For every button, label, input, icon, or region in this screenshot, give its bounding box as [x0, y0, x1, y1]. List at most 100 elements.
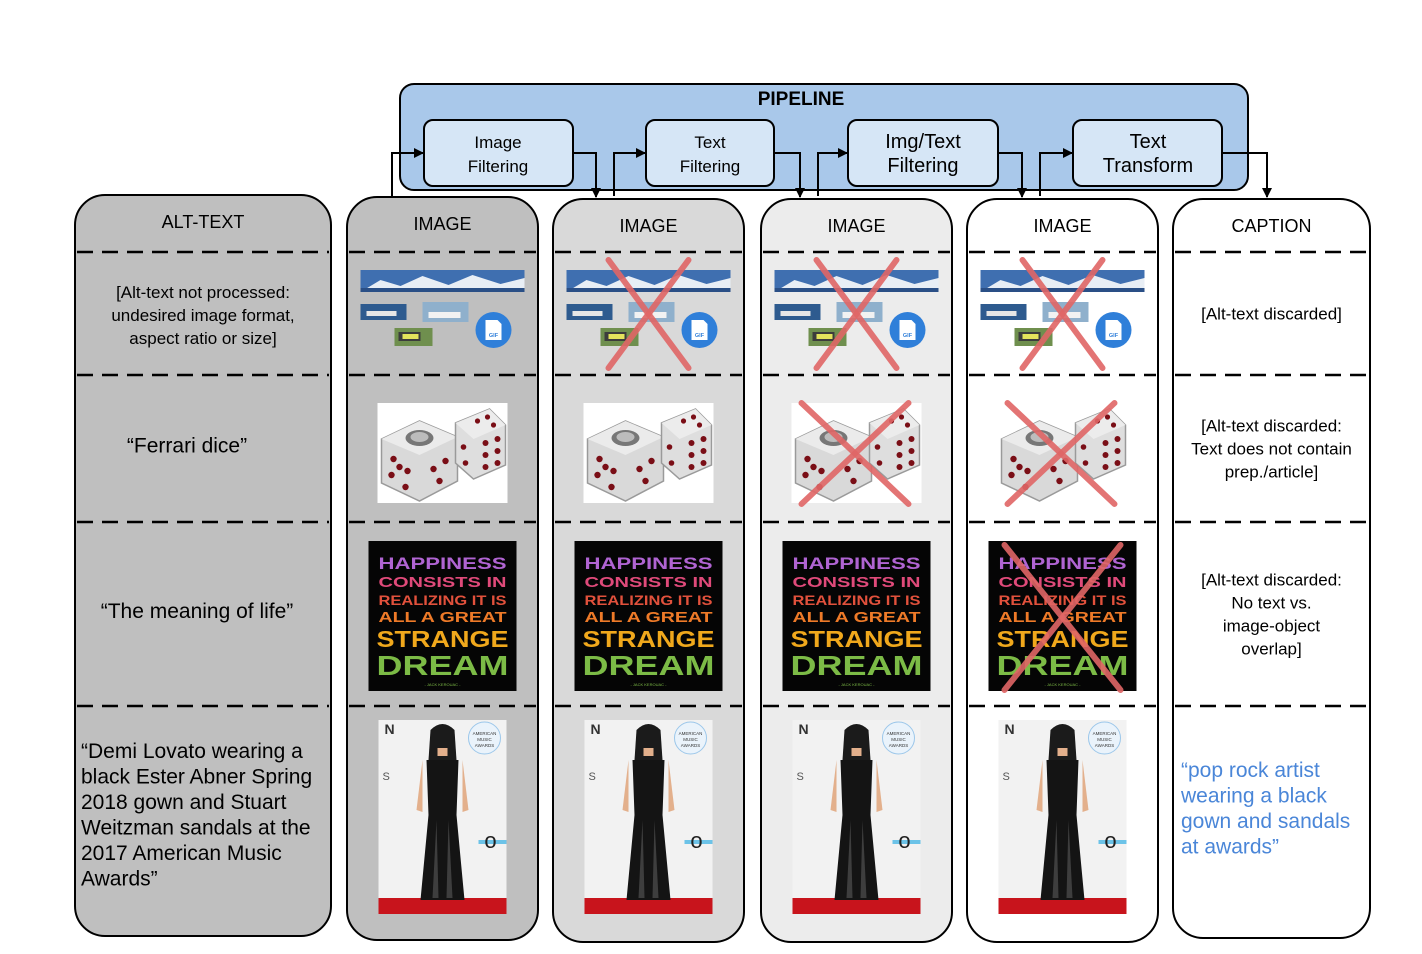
- poster-line: REALIZING IT IS: [793, 592, 921, 608]
- step-label-line1: Image: [474, 133, 521, 152]
- alt-text-line: “Ferrari dice”: [127, 435, 247, 458]
- poster-author: - JACK KEROUAC -: [1044, 682, 1081, 687]
- step-label-line1: Img/Text: [885, 131, 961, 153]
- svg-text:o: o: [898, 828, 910, 853]
- svg-text:N: N: [591, 721, 601, 737]
- input-arrow: [817, 148, 848, 196]
- poster-author: - JACK KEROUAC -: [630, 682, 667, 687]
- caption-line: wearing a black: [1180, 785, 1327, 808]
- poster-line: HAPPINESS: [585, 554, 713, 573]
- output-arrow: [1222, 152, 1272, 198]
- poster-line: DREAM: [377, 650, 509, 681]
- pipeline-title: PIPELINE: [758, 89, 845, 110]
- step-label-line1: Text: [1130, 131, 1167, 153]
- svg-text:o: o: [484, 828, 496, 853]
- awards-logo-text: AMERICAN: [1093, 731, 1117, 736]
- awards-logo: [882, 721, 915, 755]
- poster-line: STRANGE: [997, 626, 1129, 652]
- svg-text:AWARDS: AWARDS: [681, 743, 700, 748]
- caption-line: No text vs.: [1231, 594, 1311, 613]
- svg-text:N: N: [385, 721, 395, 737]
- step-box: [645, 119, 775, 187]
- awards-logo-text: AMERICAN: [473, 731, 497, 736]
- dice-icon: [377, 403, 508, 503]
- poster-line: HAPPINESS: [999, 554, 1127, 573]
- poster-line: DREAM: [791, 650, 923, 681]
- awards-logo: [1088, 721, 1121, 755]
- svg-text:GIF: GIF: [489, 333, 499, 339]
- awards-logo-text: AMERICAN: [887, 731, 911, 736]
- caption-line: [Alt-text discarded]: [1201, 305, 1342, 324]
- svg-text:S: S: [383, 771, 390, 783]
- pipeline-box: PIPELINEImageFilteringTextFilteringImg/T…: [391, 83, 1272, 198]
- poster-author: - JACK KEROUAC -: [424, 682, 461, 687]
- step-label-line2: Transform: [1103, 155, 1193, 177]
- column-header: IMAGE: [413, 214, 471, 234]
- figure-gown: [1040, 760, 1085, 900]
- column-box: [1172, 198, 1371, 939]
- poster-line: CONSISTS IN: [793, 574, 921, 591]
- step-label-line2: Filtering: [468, 157, 528, 176]
- caption-line: prep./article]: [1225, 463, 1319, 482]
- poster-line: STRANGE: [791, 626, 923, 652]
- caption-line: “pop rock artist: [1181, 759, 1320, 782]
- caption-line: [Alt-text discarded:: [1201, 417, 1342, 436]
- poster-line: ALL A GREAT: [379, 609, 507, 626]
- poster-line: CONSISTS IN: [585, 574, 713, 591]
- svg-text:MUSIC: MUSIC: [891, 737, 906, 742]
- alt-text-line: [Alt-text not processed:: [116, 283, 290, 302]
- alt-text-line: 2017 American Music: [81, 842, 282, 865]
- caption-line: [Alt-text discarded:: [1201, 571, 1342, 590]
- column-header: IMAGE: [619, 216, 677, 236]
- discard-cross-icon: [813, 257, 900, 371]
- discard-cross-icon: [1019, 257, 1106, 371]
- svg-text:MUSIC: MUSIC: [477, 737, 492, 742]
- step-label-line2: Filtering: [680, 157, 740, 176]
- dice-icon: [583, 403, 714, 503]
- svg-text:N: N: [1005, 721, 1015, 737]
- input-arrow: [1039, 148, 1073, 196]
- caption-line: overlap]: [1241, 640, 1301, 659]
- svg-text:N: N: [799, 721, 809, 737]
- alt-text-line: “The meaning of life”: [101, 600, 294, 623]
- alt-text-line: undesired image format,: [111, 306, 294, 325]
- poster-line: REALIZING IT IS: [379, 592, 507, 608]
- awards-logo: [468, 721, 501, 755]
- column-header: IMAGE: [827, 216, 885, 236]
- poster-author: - JACK KEROUAC -: [838, 682, 875, 687]
- awards-logo-text: AMERICAN: [679, 731, 703, 736]
- poster-line: HAPPINESS: [793, 554, 921, 573]
- caption-column: CAPTION[Alt-text discarded][Alt-text dis…: [1172, 198, 1371, 939]
- output-arrow: [573, 152, 601, 198]
- poster-line: ALL A GREAT: [585, 609, 713, 626]
- alt-text-line: Awards”: [81, 868, 158, 891]
- pipeline-container: [399, 83, 1249, 191]
- caption-line: gown and sandals: [1181, 810, 1350, 833]
- awards-logo: [674, 721, 707, 755]
- svg-text:GIF: GIF: [695, 333, 705, 339]
- svg-text:S: S: [797, 771, 804, 783]
- alt-text-line: 2018 gown and Stuart: [81, 791, 287, 814]
- alt-text-line: black Ester Abner Spring: [81, 766, 312, 789]
- poster-line: STRANGE: [583, 626, 715, 652]
- poster-line: CONSISTS IN: [999, 574, 1127, 591]
- images-set-icon: GIF: [360, 270, 525, 348]
- step-label-line2: Filtering: [887, 155, 958, 177]
- output-arrow: [998, 152, 1027, 198]
- svg-text:AWARDS: AWARDS: [475, 743, 494, 748]
- svg-text:AWARDS: AWARDS: [1095, 743, 1114, 748]
- poster-line: STRANGE: [377, 626, 509, 652]
- poster-line: HAPPINESS: [379, 554, 507, 573]
- alt-text-line: Weitzman sandals at the: [81, 817, 311, 840]
